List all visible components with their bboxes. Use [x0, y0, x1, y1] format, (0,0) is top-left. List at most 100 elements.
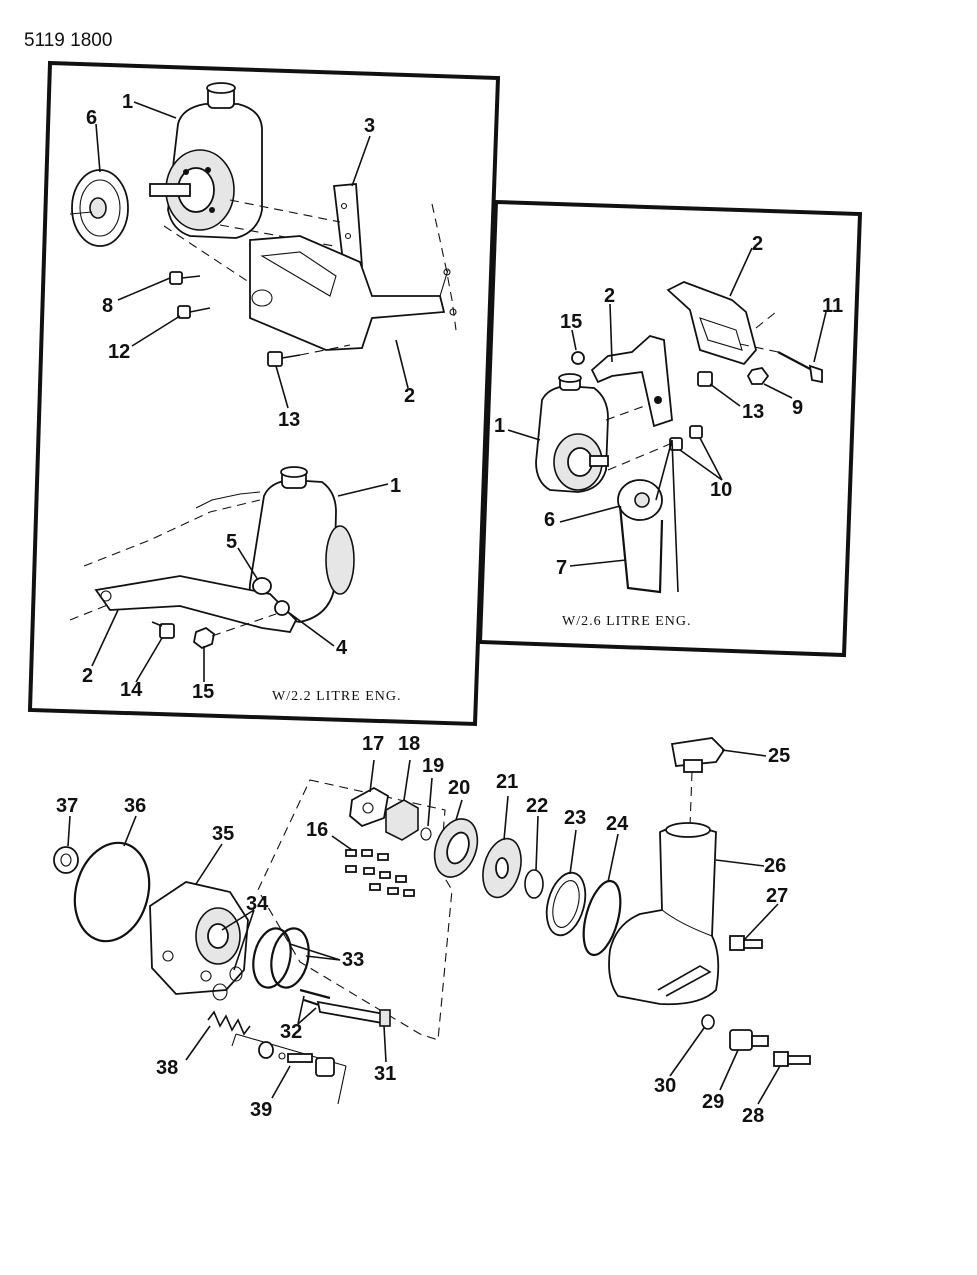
leader-dashed	[755, 311, 777, 329]
exploded-pump-view: 17 18 19 20 21 22 23 24 25 16 37 36 35 3…	[53, 733, 811, 1127]
bolt-14	[159, 623, 175, 639]
o-ring-22	[524, 869, 544, 899]
callout-5: 5	[226, 531, 237, 553]
pulley-groove	[79, 179, 121, 237]
pulley-centerline	[69, 211, 93, 215]
callout-2-plate: 2	[752, 233, 763, 255]
callout-12: 12	[108, 341, 130, 363]
leader-dashed	[211, 613, 277, 637]
callout-1-lower: 1	[390, 475, 401, 497]
callout-22: 22	[526, 795, 548, 817]
callout-39: 39	[250, 1099, 272, 1121]
shaft-seal-37	[53, 846, 79, 874]
snap-ring-19	[420, 827, 432, 841]
callout-2: 2	[404, 385, 415, 407]
leader-dashed	[229, 199, 341, 223]
nut-5	[252, 577, 272, 595]
pump-bolt	[205, 167, 211, 173]
callout-23: 23	[564, 807, 586, 829]
pump-shaft	[149, 183, 191, 197]
callout-1-b: 1	[494, 415, 505, 437]
callout-17: 17	[362, 733, 384, 755]
leader-dashed	[299, 344, 351, 356]
callout-11: 11	[822, 295, 843, 317]
callout-16: 16	[306, 819, 328, 841]
callout-34: 34	[246, 893, 269, 915]
bolt-13-upper	[267, 351, 301, 367]
callout-29: 29	[702, 1091, 724, 1113]
bracket-2-plate	[666, 281, 757, 366]
fitting-29	[729, 1029, 769, 1051]
mount-hole	[443, 268, 451, 276]
panel-frame-2-6	[477, 199, 863, 658]
nut-9	[746, 367, 770, 385]
stud-4	[274, 600, 290, 616]
engine-outline-dashed	[431, 203, 457, 331]
drive-belt-7-outer	[655, 439, 679, 593]
callout-33: 33	[342, 949, 364, 971]
leader-dashed	[689, 771, 693, 827]
panel-2-2-litre: 1 6 3 8 12 13 2 1 5 4 2 14 15 W/2.2 LITR…	[27, 60, 501, 727]
spring-38	[207, 1010, 251, 1036]
callout-3: 3	[364, 115, 375, 137]
bolt-11	[777, 351, 823, 384]
pin-32	[299, 988, 331, 1000]
o-ring-33	[270, 927, 310, 989]
callout-2-arm: 2	[604, 285, 615, 307]
pump-assembly-2-6	[535, 373, 609, 493]
nut-15-b	[571, 351, 585, 365]
callout-leaders-exploded	[67, 749, 781, 1105]
flow-valve-kit-39	[231, 1033, 347, 1105]
callout-20: 20	[448, 777, 470, 799]
pressure-plate-17	[349, 786, 389, 828]
nut-15	[193, 626, 215, 650]
mount-hole	[100, 590, 112, 602]
pulley-hub	[89, 197, 107, 219]
callout-7: 7	[556, 557, 567, 579]
callout-4: 4	[336, 637, 348, 659]
callout-19: 19	[422, 755, 444, 777]
shaft-spline	[379, 1009, 391, 1027]
washer-30	[701, 1014, 715, 1030]
panel-2-6-litre: 2 2 15 11 1 13 9 10 6 7 W/2.6 LITRE ENG.	[477, 199, 863, 658]
pump-assembly-upper	[69, 82, 263, 247]
caption-2-6-litre: W/2.6 LITRE ENG.	[562, 614, 692, 629]
o-ring-33	[252, 927, 292, 989]
pump-bolt	[183, 169, 189, 175]
bracket-2-lower	[94, 575, 298, 633]
callout-14: 14	[120, 679, 143, 701]
callout-8: 8	[102, 295, 113, 317]
reservoir-neck	[665, 822, 711, 838]
vanes-16	[345, 849, 415, 897]
o-ring-34	[229, 966, 243, 982]
panel-frame-2-2	[27, 60, 501, 727]
callout-27: 27	[766, 885, 788, 907]
callout-15-b: 15	[560, 311, 582, 333]
o-ring-36	[73, 841, 151, 943]
callout-2-lower: 2	[82, 665, 93, 687]
pulley-lower	[325, 525, 355, 595]
o-ring-34	[212, 983, 228, 1001]
bolt-10	[689, 425, 703, 439]
callout-38: 38	[156, 1057, 178, 1079]
retaining-ring-24	[582, 879, 622, 957]
leader-dashed	[607, 443, 671, 471]
mount-hole	[449, 308, 457, 316]
pump-bolt	[209, 207, 215, 213]
callout-24: 24	[606, 813, 629, 835]
drive-belt-7	[618, 505, 664, 594]
doc-number: 5119 1800	[24, 30, 112, 51]
callout-1: 1	[122, 91, 133, 113]
rotor-18	[385, 799, 419, 841]
fitting-28	[773, 1051, 811, 1067]
caption-2-2-litre: W/2.2 LITRE ENG.	[272, 689, 402, 704]
reservoir-cap-top	[280, 466, 308, 478]
bolt-13-b	[697, 371, 713, 387]
callout-37: 37	[56, 795, 78, 817]
drive-shaft-31	[316, 1000, 390, 1026]
reservoir-26	[608, 825, 720, 1006]
callout-leaders-2-6	[507, 247, 827, 567]
callout-30: 30	[654, 1075, 676, 1097]
